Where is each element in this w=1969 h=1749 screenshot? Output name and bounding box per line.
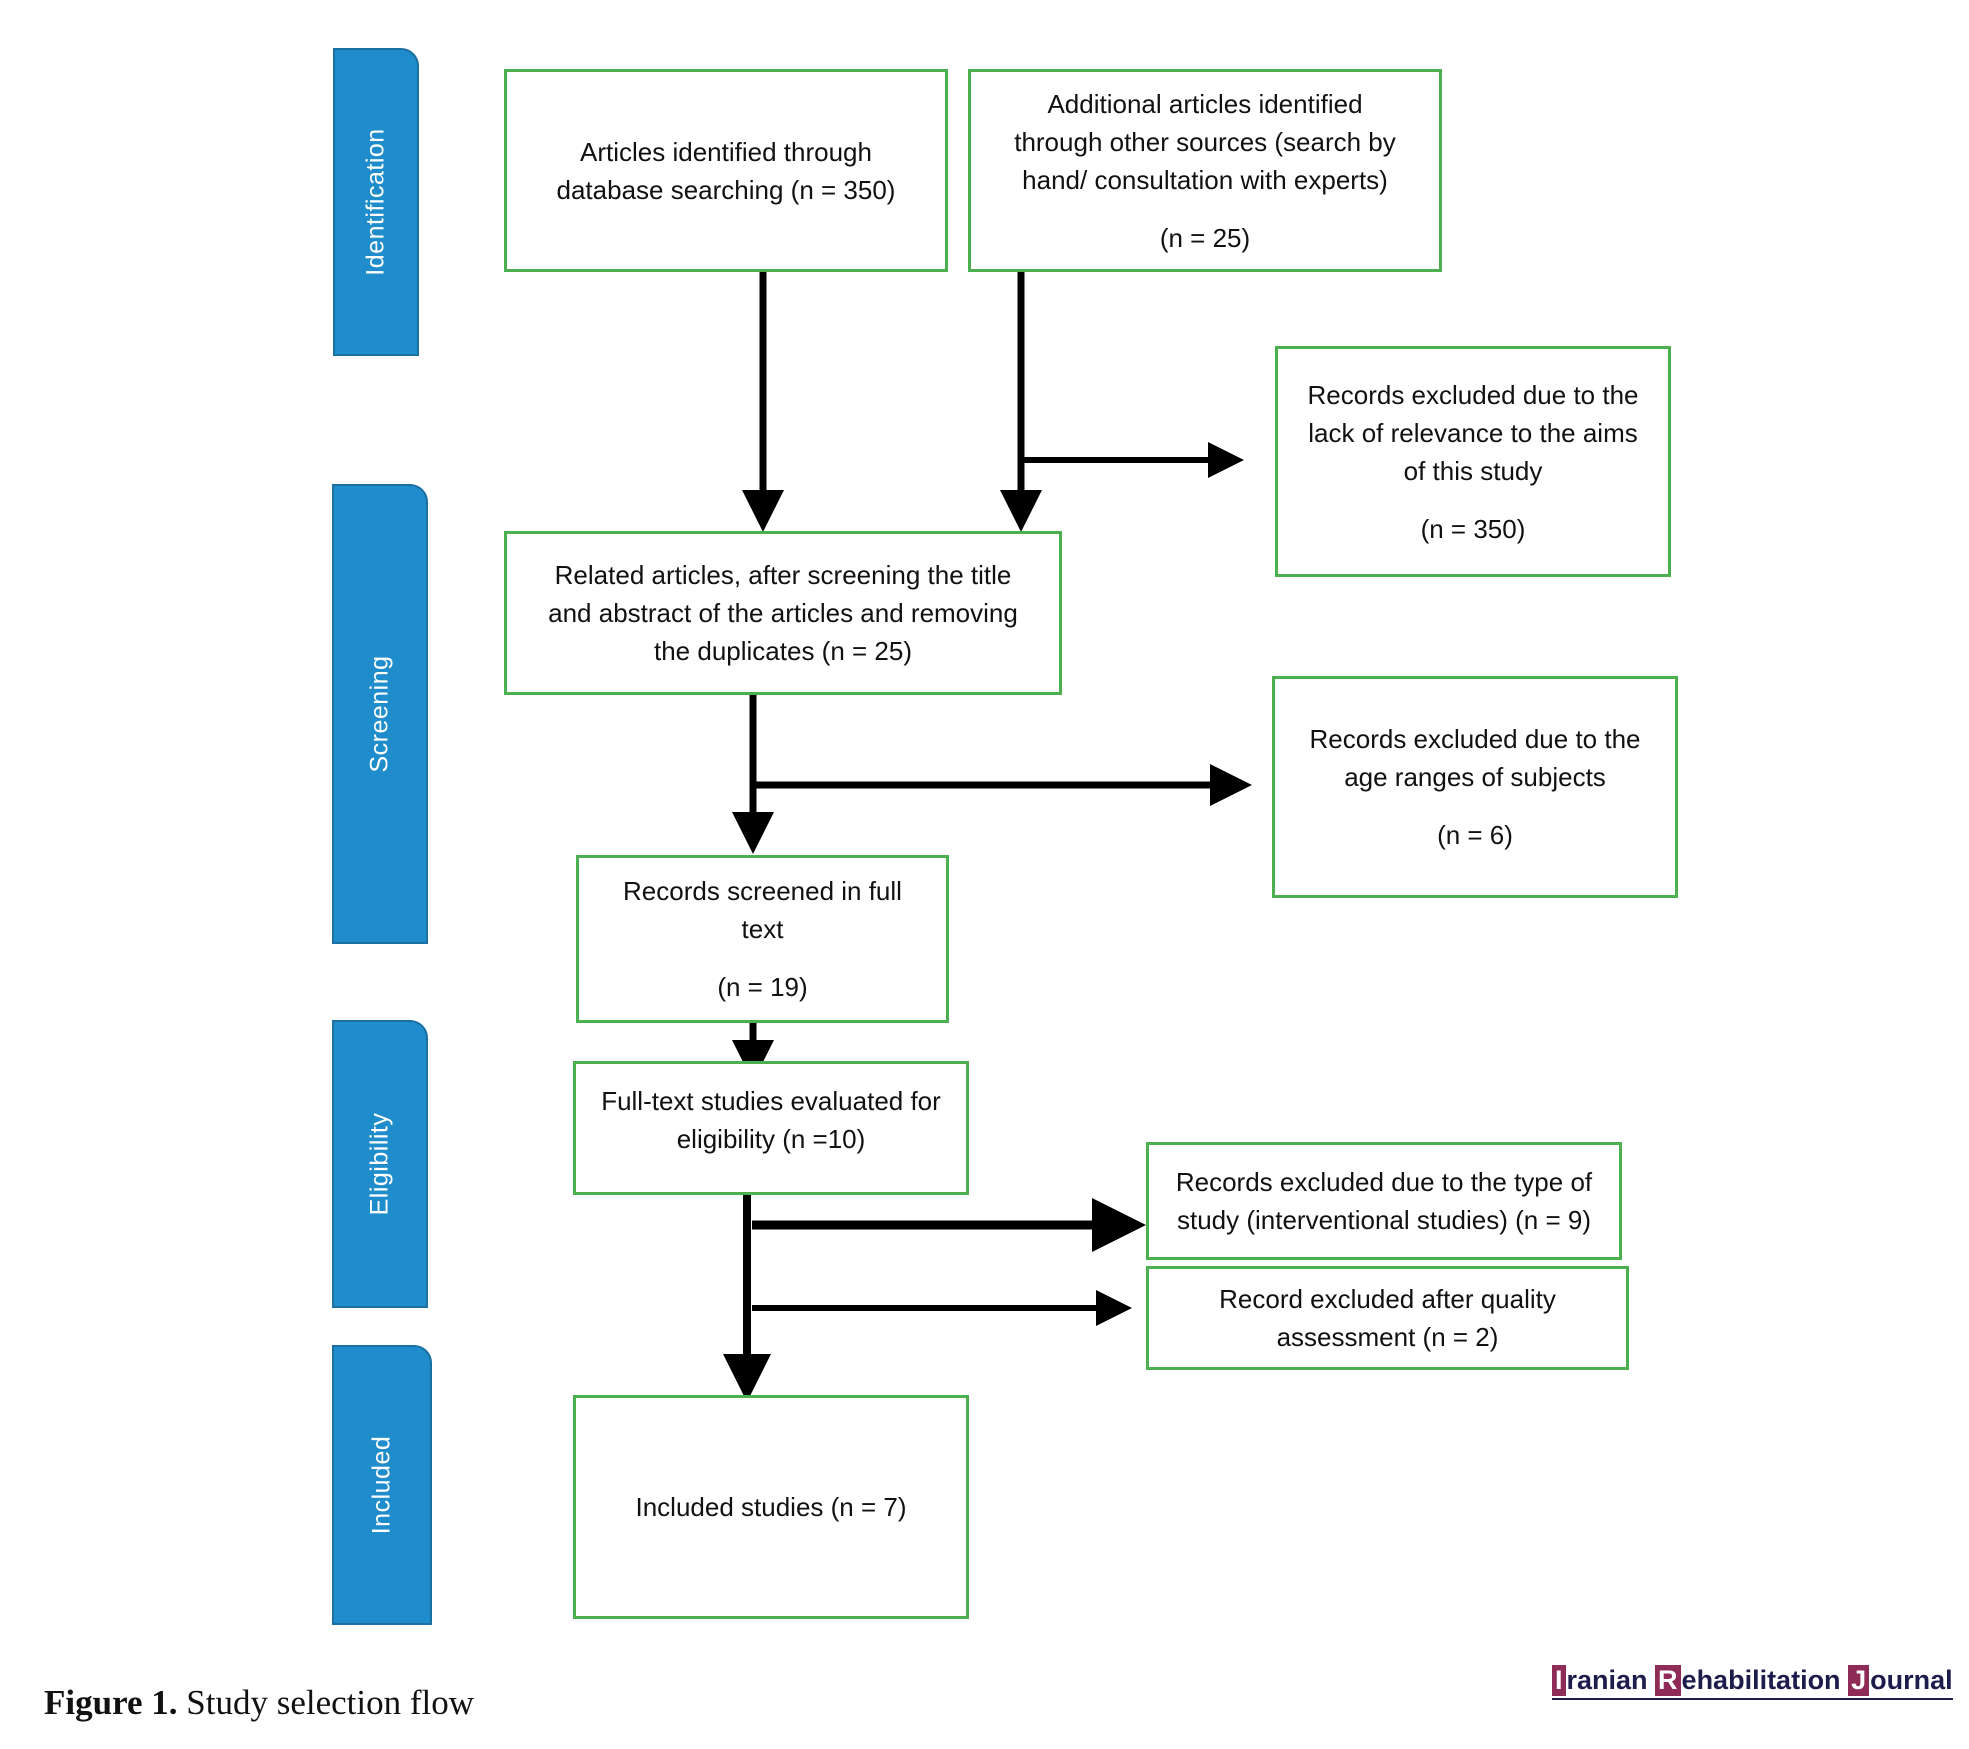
box-excluded-quality-line-2: assessment (n = 2)	[1276, 1322, 1499, 1352]
journal-logo-ranian: ranian	[1566, 1665, 1656, 1695]
box-excluded-age-line-2: age ranges of subjects	[1344, 762, 1606, 792]
box-eligibility-evaluated-line-2: eligibility (n =10)	[676, 1124, 866, 1154]
journal-logo-ehabilitation: ehabilitation	[1681, 1665, 1849, 1695]
box-screened-full-text: Records screened in full text (n = 19)	[576, 855, 949, 1023]
box-other-sources-line-1: Additional articles identified	[1047, 88, 1363, 119]
figure-caption-label: Figure 1.	[44, 1683, 178, 1722]
phase-included: Included	[332, 1345, 432, 1625]
box-excluded-relevance: Records excluded due to the lack of rele…	[1275, 346, 1671, 577]
box-eligibility-evaluated-line-1: Full-text studies evaluated for	[601, 1086, 941, 1116]
box-related-articles-line-3: the duplicates (n = 25)	[654, 636, 912, 666]
box-related-articles-line-1: Related articles, after screening the ti…	[554, 560, 1012, 590]
box-excluded-quality-line-1: Record excluded after quality	[1219, 1284, 1556, 1314]
box-excluded-relevance-count: (n = 350)	[1420, 513, 1526, 544]
box-related-articles: Related articles, after screening the ti…	[504, 531, 1062, 695]
box-excluded-quality: Record excluded after quality assessment…	[1146, 1266, 1629, 1370]
box-other-sources: Additional articles identified through o…	[968, 69, 1442, 272]
phase-eligibility: Eligibility	[332, 1020, 428, 1308]
figure-caption: Figure 1. Study selection flow	[44, 1683, 474, 1723]
box-excluded-relevance-line-3: of this study	[1403, 455, 1543, 486]
box-screened-full-text-line-1: Records screened in full	[623, 876, 902, 906]
phase-screening: Screening	[332, 484, 428, 944]
box-other-sources-count: (n = 25)	[1159, 222, 1251, 253]
figure-caption-text: Study selection flow	[177, 1683, 475, 1722]
box-excluded-type: Records excluded due to the type of stud…	[1146, 1142, 1622, 1260]
box-excluded-type-line-2: study (interventional studies) (n = 9)	[1176, 1205, 1592, 1235]
phase-identification: Identification	[333, 48, 419, 356]
journal-logo-j: J	[1848, 1665, 1870, 1696]
box-excluded-type-line-1: Records excluded due to the type of	[1175, 1167, 1593, 1197]
box-excluded-age-line-1: Records excluded due to the	[1309, 724, 1641, 754]
box-included-studies-line-1: Included studies (n = 7)	[635, 1492, 907, 1522]
journal-logo-i: I	[1552, 1665, 1566, 1696]
box-database-search-line-2: database searching (n = 350)	[556, 174, 896, 205]
journal-logo-r: R	[1655, 1665, 1681, 1696]
box-other-sources-line-3: hand/ consultation with experts)	[1022, 164, 1388, 195]
box-screened-full-text-line-2: text	[741, 914, 784, 944]
box-other-sources-line-2: through other sources (search by	[1014, 126, 1396, 157]
box-included-studies: Included studies (n = 7)	[573, 1395, 969, 1619]
box-excluded-age: Records excluded due to the age ranges o…	[1272, 676, 1678, 898]
box-excluded-age-count: (n = 6)	[1437, 820, 1513, 850]
journal-logo-ournal: ournal	[1870, 1665, 1953, 1695]
box-screened-full-text-count: (n = 19)	[717, 972, 808, 1002]
box-database-search: Articles identified through database sea…	[504, 69, 948, 272]
box-database-search-line-1: Articles identified through	[580, 136, 872, 167]
box-excluded-relevance-line-1: Records excluded due to the	[1307, 379, 1639, 410]
box-eligibility-evaluated: Full-text studies evaluated for eligibil…	[573, 1061, 969, 1195]
box-related-articles-line-2: and abstract of the articles and removin…	[548, 598, 1018, 628]
box-excluded-relevance-line-2: lack of relevance to the aims	[1308, 417, 1638, 448]
